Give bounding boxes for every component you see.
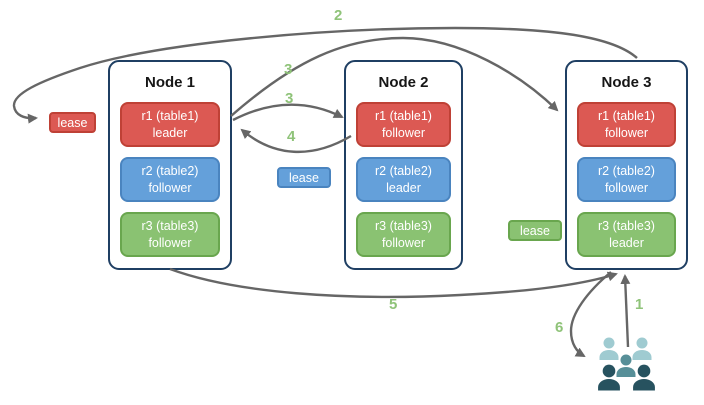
- node-1-replica-r3: r3 (table3) follower: [120, 212, 220, 257]
- step-label-2: 2: [334, 7, 343, 24]
- replica-role: follower: [148, 180, 192, 195]
- arrow-step-4-node2-to-node1: [240, 128, 352, 153]
- replica-name: r2 (table2): [375, 164, 432, 179]
- arrow-step-5-node1-to-node3: [169, 267, 618, 299]
- replica-name: r1 (table1): [375, 109, 432, 124]
- node-3-replica-r1: r1 (table1) follower: [577, 102, 676, 147]
- node-3-replica-r3: r3 (table3) leader: [577, 212, 676, 257]
- replica-role: follower: [148, 235, 192, 250]
- node-1-replica-r2: r2 (table2) follower: [120, 157, 220, 202]
- replica-name: r1 (table1): [598, 109, 655, 124]
- node-1-title: Node 1: [144, 74, 195, 91]
- node-2: Node 2 r1 (table1) follower r2 (table2) …: [344, 60, 463, 270]
- node-1: Node 1 r1 (table1) leader r2 (table2) fo…: [108, 60, 232, 270]
- lease-badge-r3: lease: [508, 220, 562, 241]
- replica-role: follower: [604, 180, 649, 195]
- step-label-1: 1: [635, 296, 644, 313]
- replica-role: follower: [381, 125, 426, 140]
- replica-name: r3 (table3): [598, 219, 655, 234]
- replica-role: leader: [609, 235, 644, 250]
- replica-name: r2 (table2): [598, 164, 655, 179]
- node-3-replica-r2: r2 (table2) follower: [577, 157, 676, 202]
- lease-badge-r1: lease: [49, 112, 96, 133]
- replica-name: r3 (table3): [375, 219, 432, 234]
- replica-role: leader: [152, 125, 188, 140]
- replica-role: follower: [381, 235, 426, 250]
- node-2-replica-r3: r3 (table3) follower: [356, 212, 451, 257]
- replica-role: leader: [386, 180, 421, 195]
- lease-label: lease: [520, 223, 550, 238]
- node-1-replica-r1: r1 (table1) leader: [120, 102, 220, 147]
- node-2-replica-r2: r2 (table2) leader: [356, 157, 451, 202]
- lease-badge-r2: lease: [277, 167, 331, 188]
- replica-name: r1 (table1): [141, 109, 199, 124]
- users-icon: [598, 337, 655, 391]
- lease-label: lease: [289, 170, 319, 185]
- step-label-3a: 3: [284, 61, 293, 78]
- step-label-4: 4: [287, 128, 296, 145]
- node-2-replica-r1: r1 (table1) follower: [356, 102, 451, 147]
- replica-role: follower: [604, 125, 649, 140]
- replica-name: r2 (table2): [141, 164, 199, 179]
- lease-label: lease: [57, 115, 88, 130]
- node-3-title: Node 3: [601, 74, 652, 91]
- step-label-5: 5: [389, 296, 398, 313]
- node-3: Node 3 r1 (table1) follower r2 (table2) …: [565, 60, 688, 270]
- step-label-3b: 3: [285, 90, 294, 107]
- replica-name: r3 (table3): [141, 219, 199, 234]
- step-label-6: 6: [555, 319, 564, 336]
- node-2-title: Node 2: [378, 74, 429, 91]
